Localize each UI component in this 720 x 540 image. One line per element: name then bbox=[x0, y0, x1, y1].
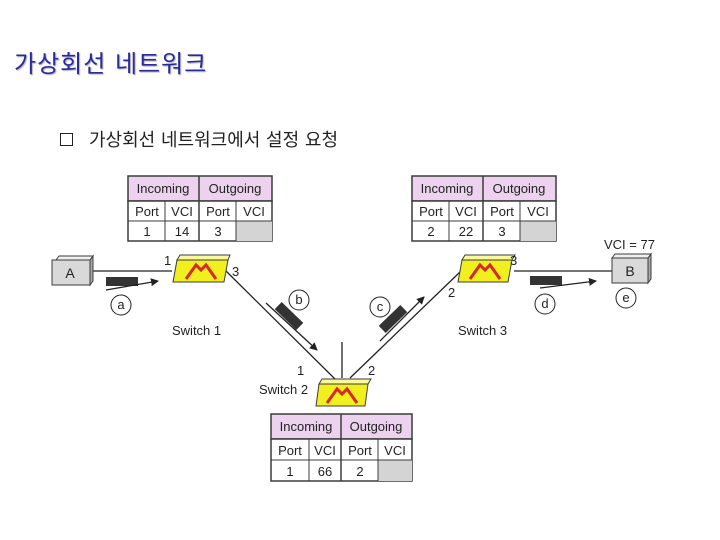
outgoing-header: Outgoing bbox=[209, 181, 262, 196]
incoming-header: Incoming bbox=[137, 181, 190, 196]
host-a: A bbox=[51, 254, 94, 287]
col-header-port: Port bbox=[419, 204, 443, 219]
step-label: a bbox=[117, 297, 125, 312]
greyed-cell bbox=[378, 460, 412, 481]
col-header-vci: VCI bbox=[243, 204, 265, 219]
square-bullet-icon bbox=[60, 132, 73, 146]
step-marker-a bbox=[110, 294, 132, 316]
switch-2-label: Switch 2 bbox=[259, 382, 308, 397]
col-header-vci: VCI bbox=[171, 204, 193, 219]
vci-note: VCI = 77 bbox=[604, 237, 655, 252]
switch-2 bbox=[315, 378, 372, 407]
host-a-label: A bbox=[65, 265, 75, 281]
step-label: b bbox=[295, 292, 302, 307]
switch-3 bbox=[457, 254, 516, 283]
port-label: 3 bbox=[232, 264, 239, 279]
in-port-value: 1 bbox=[143, 224, 150, 239]
step-markers: a b c d e bbox=[110, 287, 637, 318]
packet-b bbox=[265, 301, 318, 351]
switch-1 bbox=[172, 254, 231, 283]
step-marker-b bbox=[288, 289, 310, 311]
switch-2-table: Incoming Outgoing Port VCI Port VCI 1 66… bbox=[270, 413, 413, 482]
in-vci-value: 14 bbox=[175, 224, 189, 239]
port-label: 1 bbox=[164, 253, 171, 268]
incoming-header: Incoming bbox=[280, 419, 333, 434]
network-links bbox=[88, 270, 612, 383]
switch-fabric-icon bbox=[325, 386, 359, 404]
port-label: 1 bbox=[297, 363, 304, 378]
port-label: 2 bbox=[368, 363, 375, 378]
port-labels: 1 3 1 2 2 3 bbox=[164, 253, 517, 378]
col-header-vci: VCI bbox=[527, 204, 549, 219]
greyed-cell bbox=[520, 221, 556, 241]
col-header-vci: VCI bbox=[455, 204, 477, 219]
packet-d bbox=[530, 276, 597, 289]
col-header-port: Port bbox=[206, 204, 230, 219]
outgoing-header: Outgoing bbox=[350, 419, 403, 434]
switch-3-table: Incoming Outgoing Port VCI Port VCI 2 22… bbox=[411, 175, 557, 242]
host-b: B bbox=[611, 252, 652, 285]
switch-1-table: Incoming Outgoing Port VCI Port VCI 1 14… bbox=[127, 175, 273, 242]
packet-c bbox=[378, 296, 425, 342]
switch-1-label: Switch 1 bbox=[172, 323, 221, 338]
step-label: c bbox=[377, 299, 384, 314]
out-port-value: 3 bbox=[214, 224, 221, 239]
greyed-cell bbox=[236, 221, 272, 241]
col-header-port: Port bbox=[348, 443, 372, 458]
out-port-value: 3 bbox=[498, 224, 505, 239]
port-label: 2 bbox=[448, 285, 455, 300]
switch-3-label: Switch 3 bbox=[458, 323, 507, 338]
step-label: e bbox=[622, 290, 629, 305]
in-port-value: 1 bbox=[286, 464, 293, 479]
in-vci-value: 22 bbox=[459, 224, 473, 239]
outgoing-header: Outgoing bbox=[493, 181, 546, 196]
host-b-label: B bbox=[625, 263, 634, 279]
col-header-port: Port bbox=[490, 204, 514, 219]
port-label: 3 bbox=[510, 253, 517, 268]
switch-fabric-icon bbox=[184, 262, 218, 280]
step-marker-e bbox=[615, 287, 637, 309]
switch-fabric-icon bbox=[468, 262, 502, 280]
col-header-vci: VCI bbox=[314, 443, 336, 458]
step-marker-c bbox=[369, 296, 391, 318]
step-marker-d bbox=[534, 293, 556, 315]
switch-labels: Switch 1 Switch 2 Switch 3 bbox=[172, 323, 507, 397]
out-port-value: 2 bbox=[356, 464, 363, 479]
packet-a bbox=[105, 277, 159, 291]
col-header-port: Port bbox=[278, 443, 302, 458]
col-header-port: Port bbox=[135, 204, 159, 219]
in-vci-value: 66 bbox=[318, 464, 332, 479]
bullet-text: 가상회선 네트워크에서 설정 요청 bbox=[89, 130, 339, 151]
incoming-header: Incoming bbox=[421, 181, 474, 196]
in-port-value: 2 bbox=[427, 224, 434, 239]
bullet-item: 가상회선 네트워크에서 설정 요청 bbox=[60, 126, 338, 152]
col-header-vci: VCI bbox=[384, 443, 406, 458]
slide-title: 가상회선 네트워크 bbox=[14, 50, 208, 78]
step-label: d bbox=[541, 296, 548, 311]
